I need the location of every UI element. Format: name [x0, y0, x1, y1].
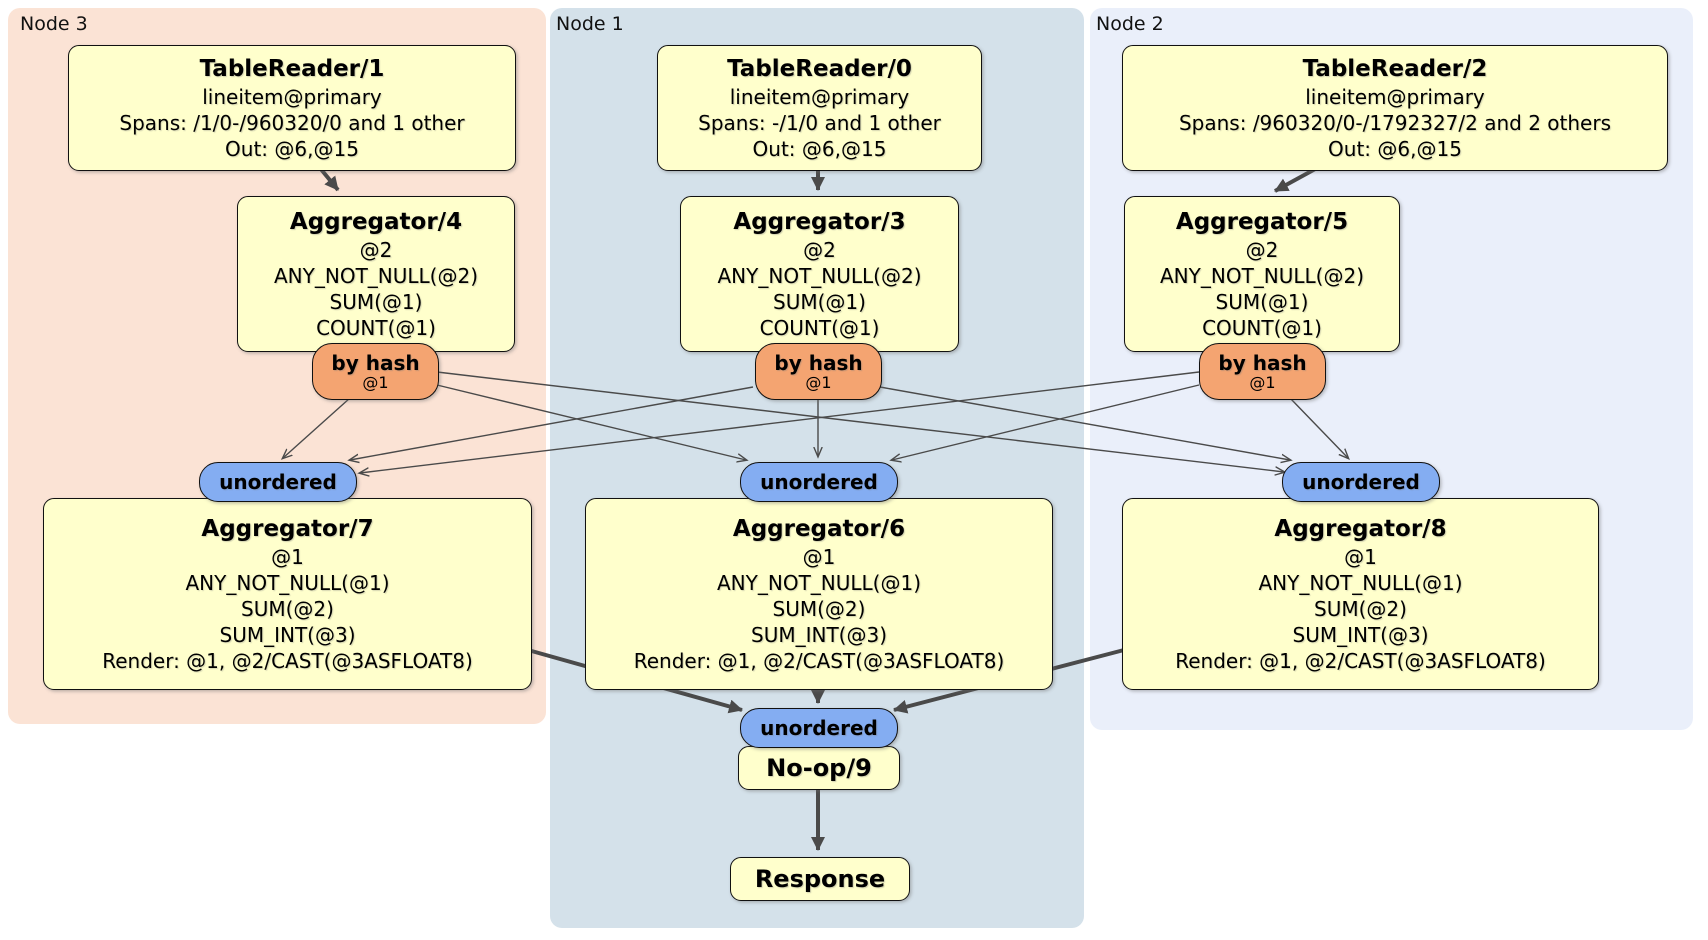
processor-detail: ANY_NOT_NULL(@2): [1160, 264, 1364, 288]
processor-detail: SUM(@1): [1215, 290, 1309, 314]
processor-detail: SUM(@1): [773, 290, 866, 314]
processor-detail: Spans: -/1/0 and 1 other: [698, 111, 941, 135]
processor-tablereader-1: TableReader/1 lineitem@primary Spans: /1…: [68, 45, 516, 171]
router-by-hash-5: by hash @1: [1199, 343, 1326, 400]
processor-detail: SUM(@2): [1314, 597, 1407, 621]
processor-detail: lineitem@primary: [202, 85, 382, 109]
edge-byhash4-to-unordered8: [436, 371, 1284, 472]
processor-detail: COUNT(@1): [759, 316, 880, 340]
edge-byhash5-to-unordered8: [1289, 397, 1348, 458]
processor-aggregator-5: Aggregator/5 @2 ANY_NOT_NULL(@2) SUM(@1)…: [1124, 196, 1400, 352]
processor-detail: SUM(@1): [329, 290, 423, 314]
processor-title: Aggregator/5: [1175, 209, 1349, 235]
processor-aggregator-3: Aggregator/3 @2 ANY_NOT_NULL(@2) SUM(@1)…: [680, 196, 959, 352]
edge-byhash5-to-unordered6: [892, 384, 1200, 460]
processor-detail: SUM(@2): [772, 597, 866, 621]
sync-label: unordered: [1302, 470, 1420, 494]
router-label: by hash: [1218, 350, 1307, 375]
processor-detail: ANY_NOT_NULL(@2): [274, 264, 478, 288]
processor-detail: SUM_INT(@3): [219, 623, 356, 647]
processor-aggregator-8: Aggregator/8 @1 ANY_NOT_NULL(@1) SUM(@2)…: [1122, 498, 1599, 690]
processor-detail: Render: @1, @2/CAST(@3ASFLOAT8): [1175, 649, 1546, 673]
processor-detail: Spans: /1/0-/960320/0 and 1 other: [119, 111, 465, 135]
processor-noop-9: No-op/9: [738, 746, 900, 790]
router-detail: @1: [805, 372, 832, 392]
processor-detail: COUNT(@1): [1202, 316, 1322, 340]
processor-detail: COUNT(@1): [316, 316, 436, 340]
processor-detail: Render: @1, @2/CAST(@3ASFLOAT8): [102, 649, 473, 673]
processor-title: TableReader/1: [199, 56, 385, 82]
processor-detail: SUM_INT(@3): [1292, 623, 1429, 647]
sync-unordered-6: unordered: [740, 462, 898, 502]
processor-detail: @1: [802, 545, 836, 569]
processor-title: Aggregator/4: [289, 209, 463, 235]
processor-detail: SUM_INT(@3): [751, 623, 887, 647]
processor-detail: lineitem@primary: [1305, 85, 1485, 109]
processor-tablereader-2: TableReader/2 lineitem@primary Spans: /9…: [1122, 45, 1668, 171]
router-detail: @1: [1249, 372, 1276, 392]
processor-title: TableReader/2: [1302, 56, 1488, 82]
region-label-node-3: Node 3: [20, 13, 88, 35]
processor-detail: ANY_NOT_NULL(@1): [185, 571, 390, 595]
edge-byhash3-to-unordered7: [350, 386, 754, 460]
edge-byhash4-to-unordered7: [283, 397, 351, 458]
processor-detail: Spans: /960320/0-/1792327/2 and 2 others: [1178, 111, 1611, 135]
processor-detail: lineitem@primary: [729, 85, 910, 109]
processor-title: Aggregator/7: [201, 516, 374, 542]
router-label: by hash: [331, 350, 420, 375]
processor-detail: Out: @6,@15: [752, 137, 887, 161]
processor-tablereader-0: TableReader/0 lineitem@primary Spans: -/…: [657, 45, 982, 171]
edge-tablereader1-to-aggregator4: [318, 166, 340, 192]
sync-unordered-9: unordered: [740, 708, 898, 748]
processor-detail: @2: [359, 238, 393, 262]
edge-byhash4-to-unordered6: [436, 384, 746, 460]
processor-detail: SUM(@2): [241, 597, 334, 621]
processor-title: Aggregator/6: [732, 516, 906, 542]
processor-title: Aggregator/3: [733, 209, 906, 235]
region-label-node-1: Node 1: [556, 13, 624, 35]
processor-detail: Out: @6,@15: [1328, 137, 1462, 161]
processor-aggregator-7: Aggregator/7 @1 ANY_NOT_NULL(@1) SUM(@2)…: [43, 498, 532, 690]
response-title: Response: [754, 865, 886, 893]
processor-detail: @2: [1245, 238, 1279, 262]
edge-byhash5-to-unordered7: [360, 371, 1200, 473]
sync-label: unordered: [760, 470, 878, 494]
processor-detail: @1: [1344, 545, 1377, 569]
processor-title: TableReader/0: [727, 56, 912, 82]
router-detail: @1: [362, 372, 389, 392]
processor-aggregator-6: Aggregator/6 @1 ANY_NOT_NULL(@1) SUM(@2)…: [585, 498, 1053, 690]
region-label-node-2: Node 2: [1096, 13, 1164, 35]
response-box: Response: [730, 857, 910, 901]
processor-detail: ANY_NOT_NULL(@2): [717, 264, 922, 288]
processor-detail: @1: [271, 545, 304, 569]
sync-unordered-8: unordered: [1282, 462, 1440, 502]
sync-label: unordered: [219, 470, 337, 494]
router-by-hash-3: by hash @1: [755, 343, 882, 400]
router-by-hash-4: by hash @1: [312, 343, 439, 400]
edge-byhash3-to-unordered8: [879, 386, 1290, 460]
processor-detail: ANY_NOT_NULL(@1): [717, 571, 921, 595]
processor-detail: Render: @1, @2/CAST(@3ASFLOAT8): [633, 649, 1005, 673]
sync-label: unordered: [760, 716, 878, 740]
sync-unordered-7: unordered: [199, 462, 357, 502]
processor-title: Aggregator/8: [1274, 516, 1447, 542]
processor-aggregator-4: Aggregator/4 @2 ANY_NOT_NULL(@2) SUM(@1)…: [237, 196, 515, 352]
processor-title: No-op/9: [766, 754, 872, 782]
processor-detail: @2: [803, 238, 836, 262]
router-label: by hash: [774, 350, 863, 375]
processor-detail: ANY_NOT_NULL(@1): [1258, 571, 1463, 595]
processor-detail: Out: @6,@15: [225, 137, 359, 161]
edge-tablereader2-to-aggregator5: [1274, 166, 1318, 193]
